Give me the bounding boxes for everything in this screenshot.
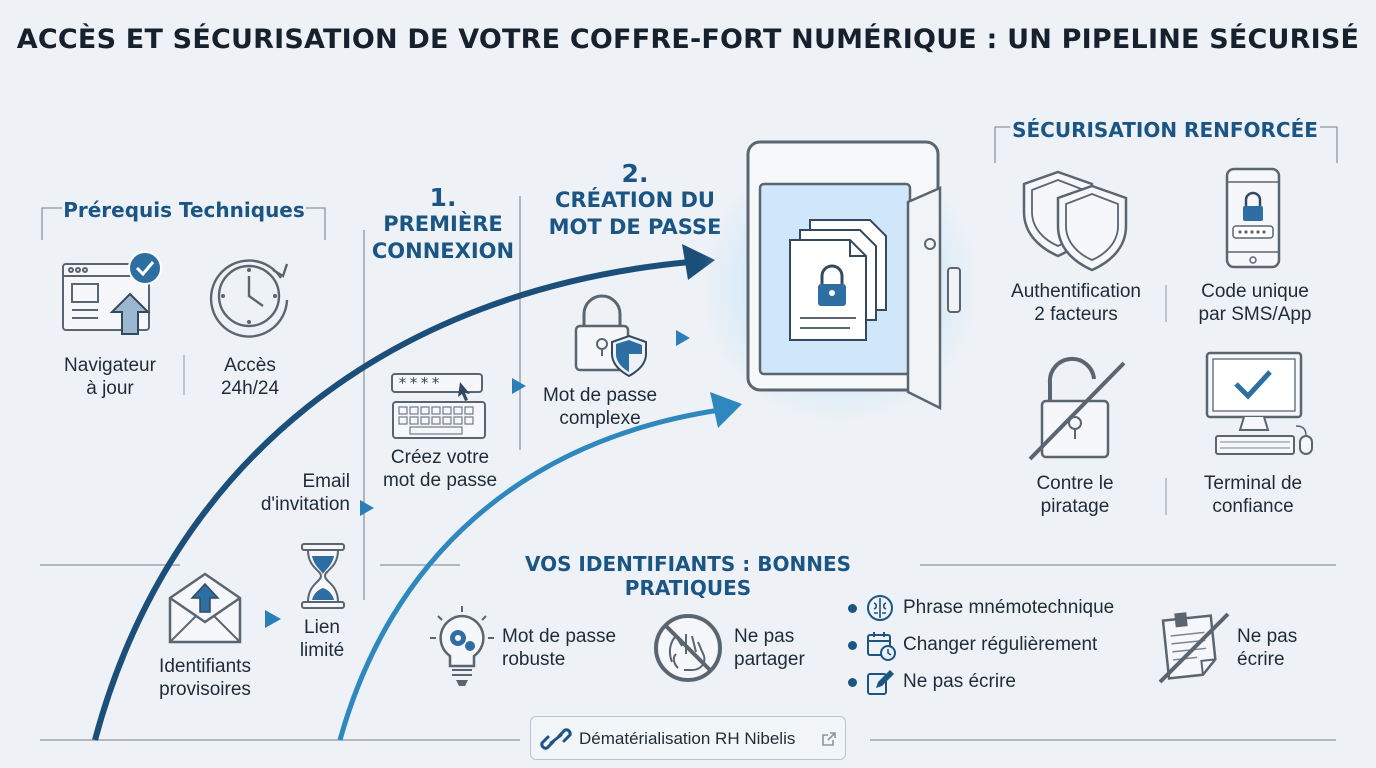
lightbulb-gear-icon: [430, 606, 494, 686]
acces-label-line1: Accès: [224, 355, 276, 376]
partager-line2: partager: [734, 649, 805, 670]
auth-2fa-label: Authentification 2 facteurs: [995, 280, 1157, 326]
terminal-line1: Terminal de: [1203, 473, 1303, 494]
robuste-line2: robuste: [502, 649, 566, 670]
complexe-label-line1: Mot de passe: [542, 385, 658, 406]
navigateur-label: Navigateur à jour: [40, 354, 180, 400]
broken-padlock-icon: [1028, 356, 1126, 461]
creez-label-line2: mot de passe: [382, 470, 498, 491]
chain-link-icon: [540, 728, 572, 750]
bullet-text-3: Ne pas écrire: [903, 671, 1016, 692]
partager-line1: Ne pas: [734, 626, 795, 647]
email-label-line1: Email: [302, 471, 350, 492]
acces-label-line2: 24h/24: [220, 378, 280, 399]
bullet-dot: [848, 678, 857, 687]
step2-title-line2: MOT DE PASSE: [548, 215, 722, 239]
code-unique-line2: par SMS/App: [1198, 304, 1312, 325]
identifiants-provisoires-label: Identifiants provisoires: [140, 655, 270, 701]
clock-icon: [209, 259, 289, 338]
code-unique-line1: Code unique: [1201, 281, 1309, 302]
step2-title-line1: CRÉATION DU: [555, 188, 715, 212]
no-sharing-icon: [654, 614, 722, 682]
securisation-heading: SÉCURISATION RENFORCÉE: [1012, 118, 1318, 142]
creez-label: Créez votre mot de passe: [370, 446, 510, 492]
password-mask: ****: [398, 374, 443, 392]
ecrire-line1: Ne pas: [1237, 626, 1298, 647]
practice-bullet-1: Phrase mnémotechnique: [846, 594, 1146, 622]
partager-label: Ne pas partager: [734, 625, 844, 671]
step1-title: 1. PREMIÈRE CONNEXION: [368, 184, 518, 265]
browser-update-icon: [62, 251, 162, 335]
ecrire-line2: écrire: [1237, 649, 1285, 670]
step2-title: 2. CRÉATION DU MOT DE PASSE: [535, 160, 735, 241]
prerequis-heading: Prérequis Techniques: [63, 198, 305, 222]
bullet-dot: [848, 604, 857, 613]
piratage-label: Contre le piratage: [1010, 472, 1140, 518]
lien-line1: Lien: [304, 617, 340, 638]
step1-title-line1: PREMIÈRE: [383, 212, 503, 236]
acces-label: Accès 24h/24: [190, 354, 310, 400]
bullet-dot: [848, 641, 857, 650]
step1-title-line2: CONNEXION: [371, 239, 515, 263]
robuste-line1: Mot de passe: [502, 626, 617, 647]
terminal-line2: confiance: [1212, 496, 1294, 517]
bullet-text-1: Phrase mnémotechnique: [903, 597, 1115, 618]
piratage-line1: Contre le: [1036, 473, 1114, 494]
trusted-computer-icon: [1205, 351, 1313, 455]
pencil-edit-icon: [867, 670, 894, 695]
email-label-line2: d'invitation: [260, 494, 350, 515]
lien-line2: limité: [299, 640, 345, 661]
double-shield-icon: [1022, 170, 1128, 272]
no-writing-note-icon: [1158, 612, 1230, 684]
lien-limite-label: Lien limité: [284, 616, 360, 662]
envelope-icon: [168, 572, 242, 644]
identifiants-line2: provisoires: [159, 679, 251, 700]
padlock-shield-icon: [574, 294, 647, 378]
step1-number: 1.: [429, 183, 457, 212]
step2-number: 2.: [621, 159, 649, 188]
identifiants-line1: Identifiants: [159, 656, 251, 677]
smartphone-lock-icon: [1225, 167, 1281, 269]
calendar-clock-icon: [867, 632, 896, 661]
safe-vault-icon: [746, 140, 961, 411]
terminal-label: Terminal de confiance: [1180, 472, 1326, 518]
robuste-label: Mot de passe robuste: [502, 625, 632, 671]
complexe-label-line2: complexe: [559, 408, 641, 429]
hourglass-icon: [301, 543, 345, 609]
complexe-label: Mot de passe complexe: [520, 384, 680, 430]
footer-link[interactable]: Dématérialisation RH Nibelis: [530, 716, 846, 760]
password-keyboard-icon: [391, 373, 486, 439]
brain-icon: [867, 595, 893, 621]
auth-2fa-line2: 2 facteurs: [1034, 304, 1118, 325]
external-link-icon: [822, 732, 836, 746]
navigateur-label-line2: à jour: [86, 378, 134, 399]
bullet-text-2: Changer régulièrement: [903, 634, 1098, 655]
ne-pas-ecrire-label: Ne pas écrire: [1237, 625, 1337, 671]
practice-bullet-3: Ne pas écrire: [846, 668, 1146, 696]
code-unique-label: Code unique par SMS/App: [1180, 280, 1330, 326]
page-title: ACCÈS ET SÉCURISATION DE VOTRE COFFRE-FO…: [16, 24, 1360, 55]
navigateur-label-line1: Navigateur: [64, 355, 156, 376]
creez-label-line1: Créez votre: [390, 447, 490, 468]
practice-bullet-2: Changer régulièrement: [846, 631, 1146, 661]
auth-2fa-line1: Authentification: [1011, 281, 1141, 302]
footer-label: Dématérialisation RH Nibelis: [579, 729, 796, 748]
email-invitation-label: Email d'invitation: [210, 470, 350, 516]
piratage-line2: piratage: [1040, 496, 1110, 517]
bonnes-pratiques-heading: VOS IDENTIFIANTS : BONNES PRATIQUES: [524, 552, 852, 600]
